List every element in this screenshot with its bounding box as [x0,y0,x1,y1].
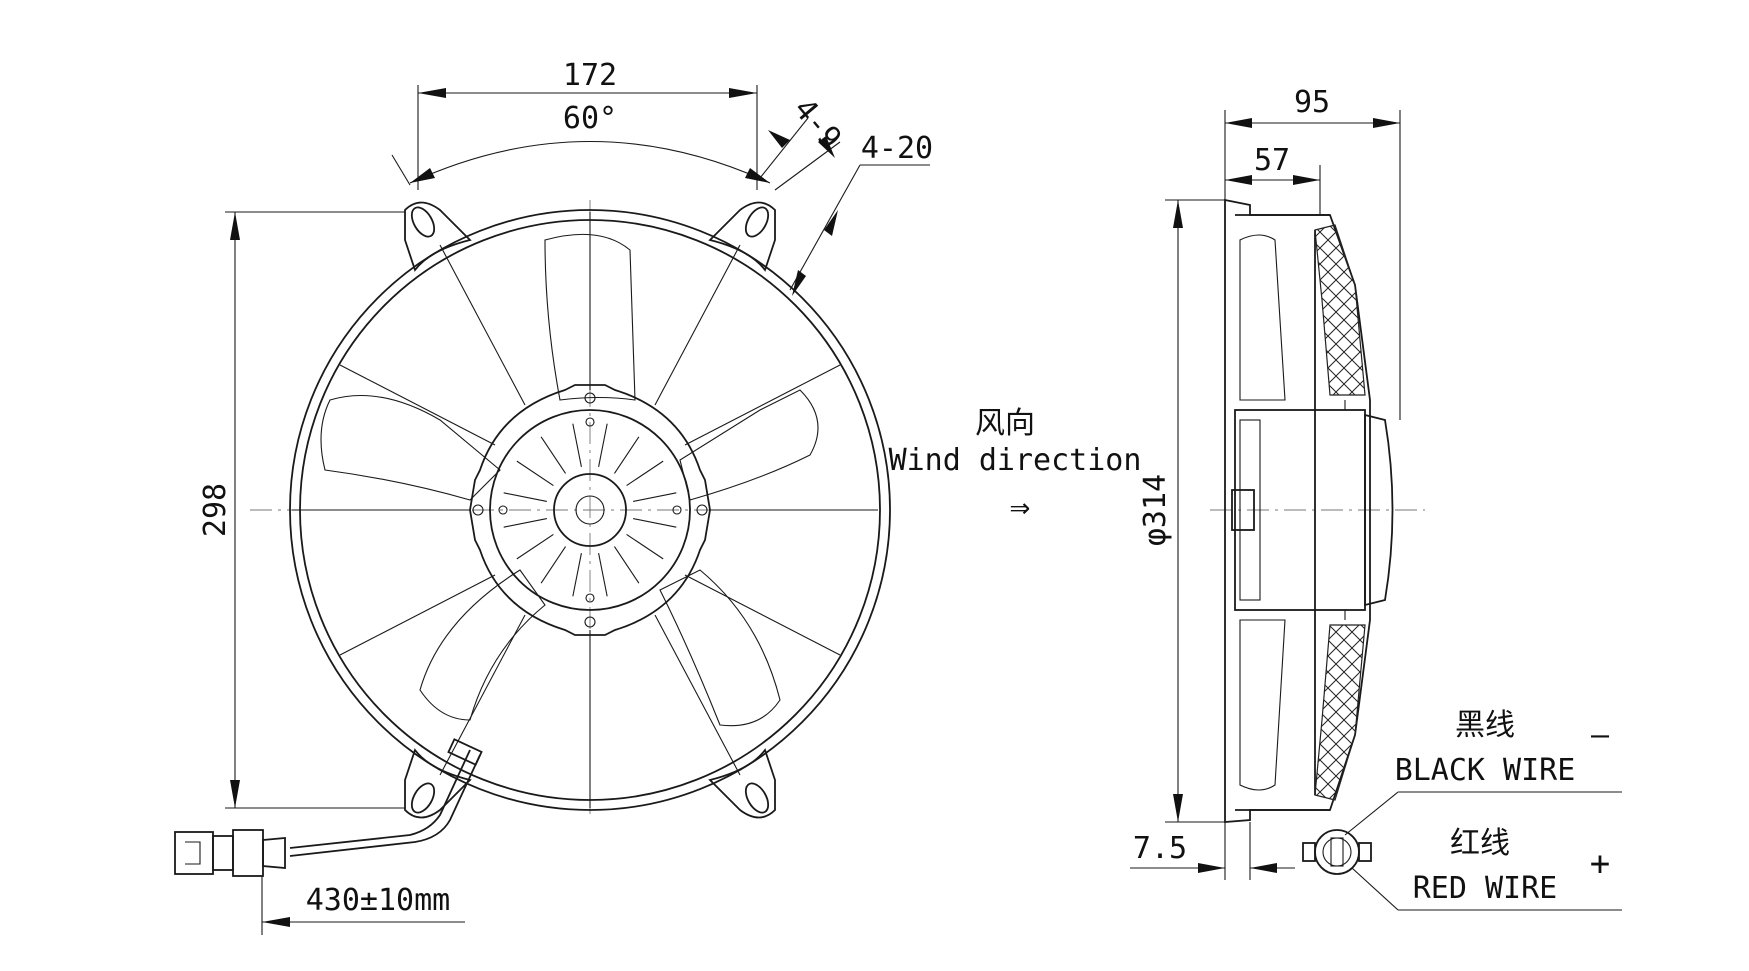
label-offset: 7.5 [1133,831,1187,866]
label-angle: 60° [563,101,617,136]
airflow-label-en: Wind direction [889,443,1142,478]
airflow-indicator: 风向 Wind direction ⇒ [889,406,1142,527]
guard-spokes [292,212,878,808]
dimension-depth-total: 95 [1224,85,1401,420]
positive-sign-icon: + [1590,844,1610,884]
black-wire-cn: 黑线 [1455,708,1515,743]
dimension-width: 172 [417,58,758,190]
mounting-lug-top-right [708,201,776,272]
hub-rib [626,533,664,560]
hub-rib [540,436,567,474]
hub-rib [626,460,664,487]
hub-rib [572,423,582,467]
label-diameter: φ314 [1138,474,1173,546]
hub-rib [503,518,547,528]
hub-rib [633,518,677,528]
label-depth-motor: 57 [1254,143,1290,178]
hub-rib [633,492,677,502]
dimension-slot: 4-9 [759,92,848,191]
motor-body [1231,400,1394,620]
red-wire-cn: 红线 [1450,826,1510,861]
black-wire-label: 黑线 BLACK WIRE — [1395,708,1610,788]
hub-rib [572,553,582,597]
mounting-lug-top-left [404,201,472,272]
black-wire-en: BLACK WIRE [1395,753,1576,788]
label-slot: 4-9 [786,92,848,156]
label-holes: 4-20 [861,131,933,166]
hub-rib [598,553,608,597]
hub-rib [516,460,554,487]
terminal-connector [1302,829,1372,875]
dimension-offset: 7.5 [1130,822,1295,880]
label-height: 298 [198,483,233,537]
guard-hatch [1314,224,1366,396]
hub-rib [613,546,640,584]
dimension-depth-motor: 57 [1225,143,1321,215]
hub-rib [503,492,547,502]
mounting-lug-bottom-right [708,748,776,819]
hub-rib [516,533,554,560]
mounting-lug-bottom-left [404,748,472,819]
side-view: 95 57 φ314 7.5 [1130,85,1622,911]
red-wire-en: RED WIRE [1413,871,1558,906]
dimension-height: 298 [198,211,405,809]
hub-rib [613,436,640,474]
blade-profile [1239,234,1286,401]
fan-shroud-ring [289,209,891,811]
red-wire-label: 红线 RED WIRE + [1413,826,1610,906]
dimension-angle: 60° [391,101,771,186]
airflow-label-cn: 风向 [975,406,1035,441]
hub-rib [540,546,567,584]
power-cable [289,738,483,857]
wire-connector [174,829,286,877]
fan-blades [320,233,819,727]
label-cable: 430±10mm [306,883,451,918]
label-depth-total: 95 [1294,85,1330,120]
label-width: 172 [563,58,617,93]
dimension-diameter: φ314 [1138,199,1225,823]
front-view: 172 60° 4-9 4-20 [174,58,933,935]
negative-sign-icon: — [1591,718,1610,753]
dimension-cable: 430±10mm [261,876,465,935]
hub-rib [598,423,608,467]
airflow-arrow-icon: ⇒ [1010,487,1030,527]
motor-hub [469,384,711,636]
dimension-holes: 4-20 [789,131,933,296]
